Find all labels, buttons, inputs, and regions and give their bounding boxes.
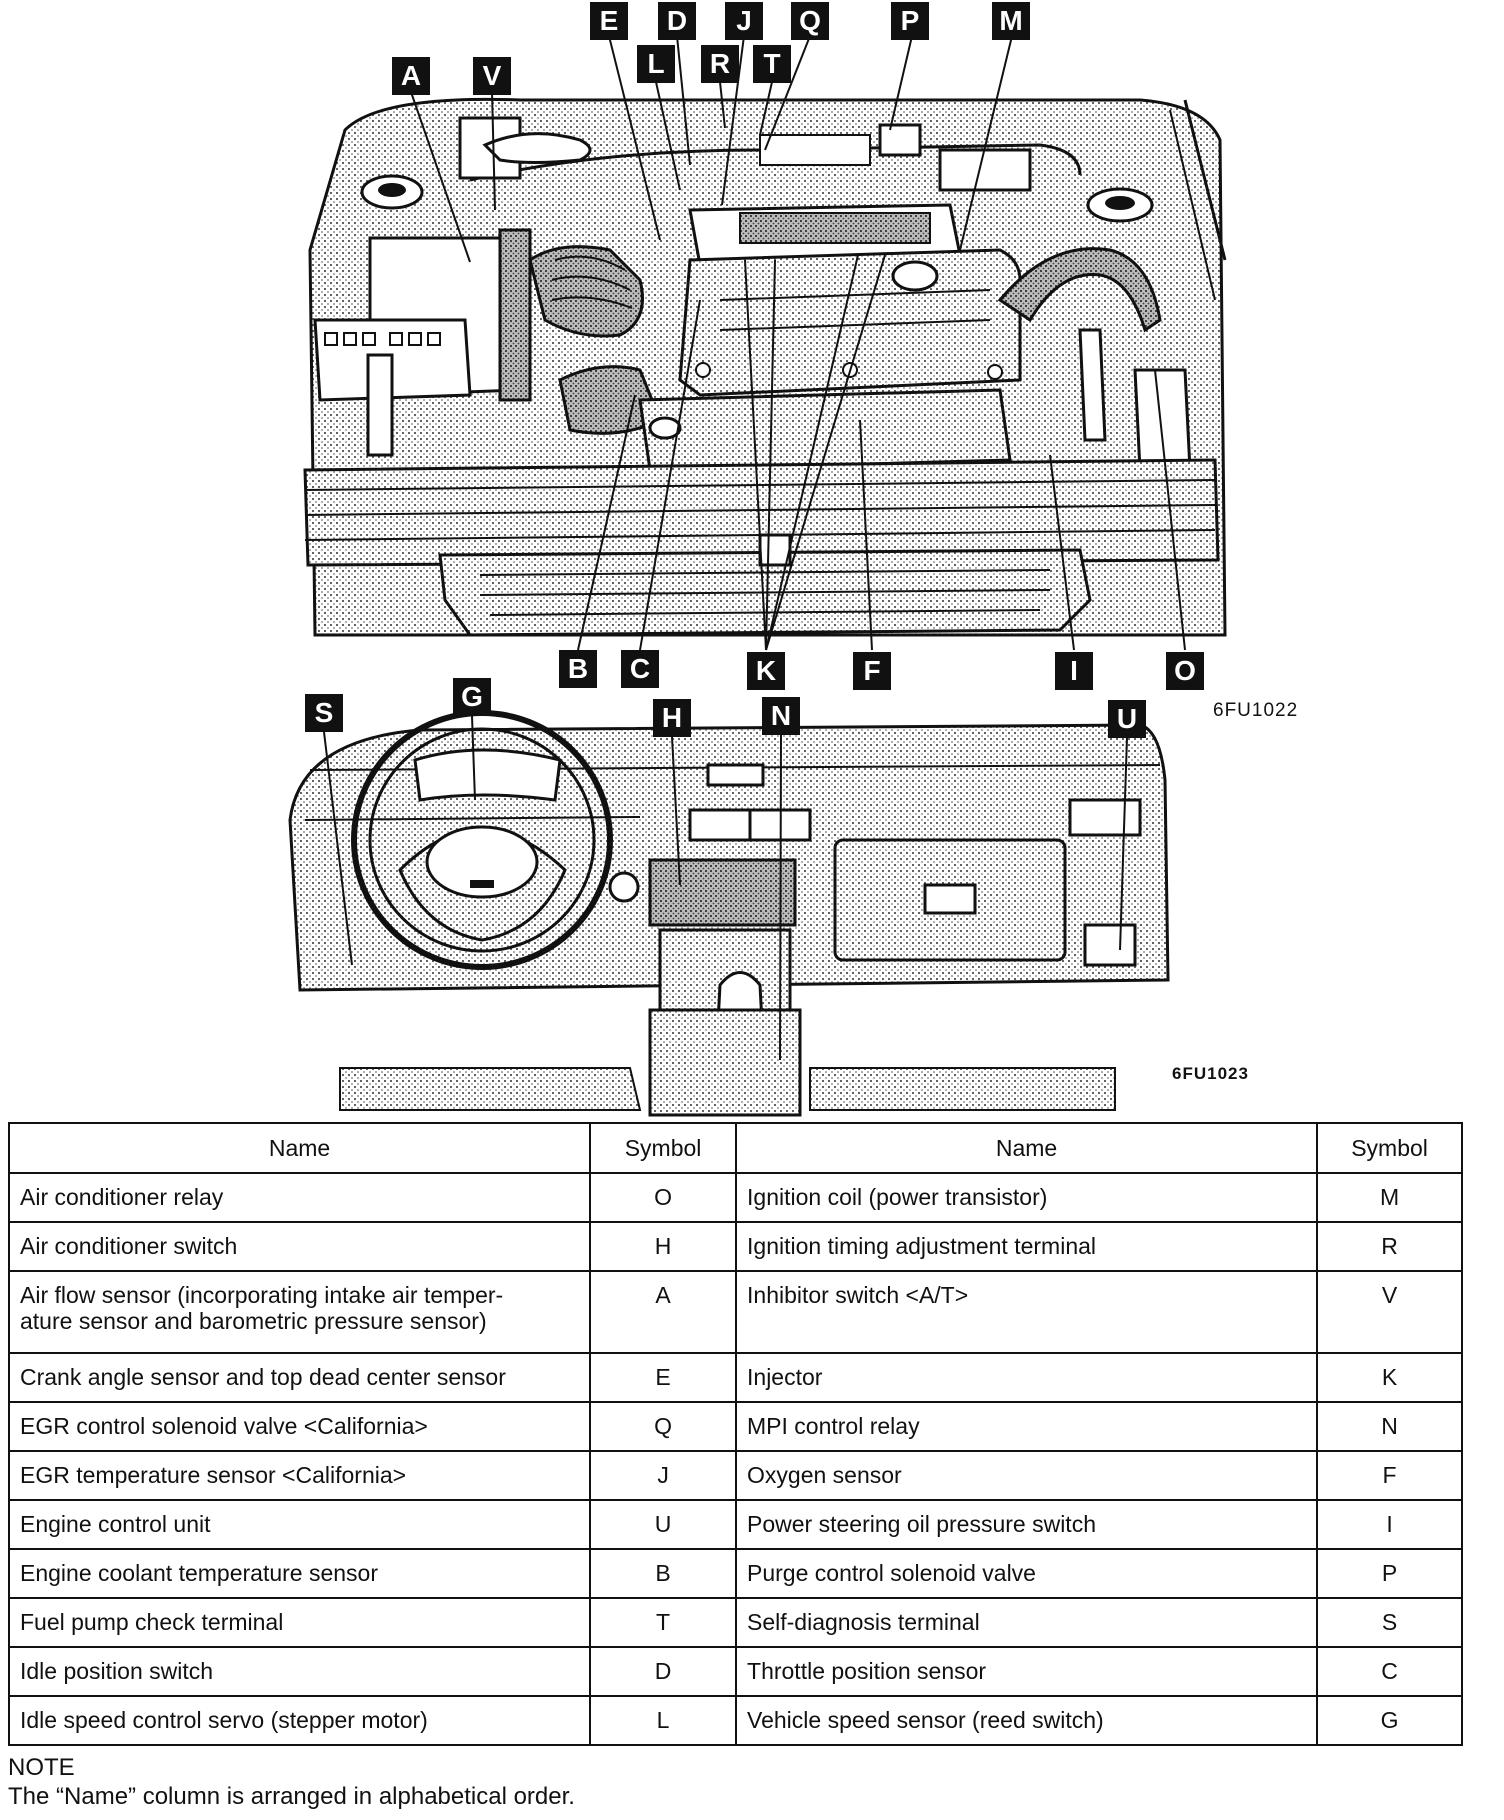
part-name: Vehicle speed sensor (reed switch) [735,1695,1319,1746]
header-name: Name [7,1122,592,1174]
table-row: Engine coolant temperature sensor B Purg… [7,1548,1463,1599]
table-row: EGR temperature sensor <California> J Ox… [7,1450,1463,1501]
part-name: Fuel pump check terminal [7,1597,592,1648]
callout-H: H [653,699,691,737]
part-name: Ignition timing adjustment terminal [735,1221,1319,1272]
table-row: Air conditioner switch H Ignition timing… [7,1221,1463,1272]
oil-filler-cap [891,260,939,292]
callout-V: V [473,57,511,95]
part-symbol: M [1316,1172,1463,1223]
part-symbol: D [589,1646,738,1697]
part-name: EGR temperature sensor <California> [7,1450,592,1501]
part-symbol: A [589,1270,738,1354]
table-row: Crank angle sensor and top dead center s… [7,1352,1463,1403]
part-name: Throttle position sensor [735,1646,1319,1697]
table-row: Air conditioner relay O Ignition coil (p… [7,1172,1463,1223]
part-name: EGR control solenoid valve <California> [7,1401,592,1452]
callout-B: B [559,650,597,688]
callout-L: L [637,45,675,83]
part-symbol: Q [589,1401,738,1452]
part-name-line-2: ature sensor and barometric pressure sen… [20,1308,487,1334]
part-symbol: L [589,1695,738,1746]
callout-O: O [1166,652,1204,690]
note-block: NOTE The “Name” column is arranged in al… [8,1753,575,1811]
part-symbol: K [1316,1352,1463,1403]
table-row: EGR control solenoid valve <California> … [7,1401,1463,1452]
part-symbol: T [589,1597,738,1648]
part-name: Inhibitor switch <A/T> [735,1270,1319,1354]
table-row: Idle speed control servo (stepper motor)… [7,1695,1463,1746]
part-symbol: V [1316,1270,1463,1354]
callout-E: E [590,2,628,40]
part-name: Purge control solenoid valve [735,1548,1319,1599]
part-name: Power steering oil pressure switch [735,1499,1319,1550]
header-symbol: Symbol [589,1122,738,1174]
table-row: Air flow sensor (incorporating intake ai… [7,1270,1463,1354]
part-name: MPI control relay [735,1401,1319,1452]
part-name: Self-diagnosis terminal [735,1597,1319,1648]
part-symbol: R [1316,1221,1463,1272]
part-name: Idle position switch [7,1646,592,1697]
ecu-panel [1083,923,1137,967]
callout-J: J [725,2,763,40]
parts-location-table: Name Symbol Name Symbol Air conditioner … [7,1122,1463,1746]
valve-cover [678,248,1022,397]
callout-F: F [853,652,891,690]
callout-N: N [762,697,800,735]
part-name: Idle speed control servo (stepper motor) [7,1695,592,1746]
part-symbol: B [589,1548,738,1599]
header-symbol: Symbol [1316,1122,1463,1174]
callout-T: T [753,45,791,83]
intake-duct [528,245,644,338]
part-symbol: U [589,1499,738,1550]
center-stack [648,858,797,927]
callout-M: M [992,2,1030,40]
callout-A: A [392,57,430,95]
table-row: Engine control unit U Power steering oil… [7,1499,1463,1550]
part-name-line-1: Air flow sensor (incorporating intake ai… [20,1282,504,1308]
callout-Q: Q [791,2,829,40]
dash-figure-code: 6FU1023 [1172,1064,1249,1083]
part-name: Ignition coil (power transistor) [735,1172,1319,1223]
part-symbol: C [1316,1646,1463,1697]
part-symbol: N [1316,1401,1463,1452]
part-name: Air conditioner relay [7,1172,592,1223]
coolant-reservoir [1133,368,1192,472]
part-symbol: E [589,1352,738,1403]
part-name: Engine control unit [7,1499,592,1550]
note-title: NOTE [8,1754,75,1781]
radiator-support [303,458,1220,567]
part-symbol: H [589,1221,738,1272]
engine-compartment-illustration [288,35,1227,1117]
callout-R: R [701,45,739,83]
part-symbol: F [1316,1450,1463,1501]
part-name: Crank angle sensor and top dead center s… [7,1352,592,1403]
table-row: Idle position switch D Throttle position… [7,1646,1463,1697]
callout-P: P [891,2,929,40]
callout-S: S [305,694,343,732]
table-row: Fuel pump check terminal T Self-diagnosi… [7,1597,1463,1648]
header-name: Name [735,1122,1319,1174]
part-name: Air conditioner switch [7,1221,592,1272]
engine-figure-code: 6FU1022 [1213,700,1299,721]
callout-K: K [747,652,785,690]
part-symbol: I [1316,1499,1463,1550]
part-symbol: P [1316,1548,1463,1599]
callout-D: D [658,2,696,40]
radiator-hose [997,247,1162,333]
table-header-row: Name Symbol Name Symbol [7,1122,1463,1174]
part-symbol: J [589,1450,738,1501]
callout-I: I [1055,652,1093,690]
part-symbol: S [1316,1597,1463,1648]
part-name: Air flow sensor (incorporating intake ai… [7,1270,592,1354]
part-name: Oxygen sensor [735,1450,1319,1501]
callout-C: C [621,650,659,688]
callout-G: G [453,678,491,716]
part-name: Engine coolant temperature sensor [7,1548,592,1599]
part-symbol: O [589,1172,738,1223]
part-symbol: G [1316,1695,1463,1746]
callout-U: U [1108,700,1146,738]
note-text: The “Name” column is arranged in alphabe… [8,1783,575,1810]
part-name: Injector [735,1352,1319,1403]
